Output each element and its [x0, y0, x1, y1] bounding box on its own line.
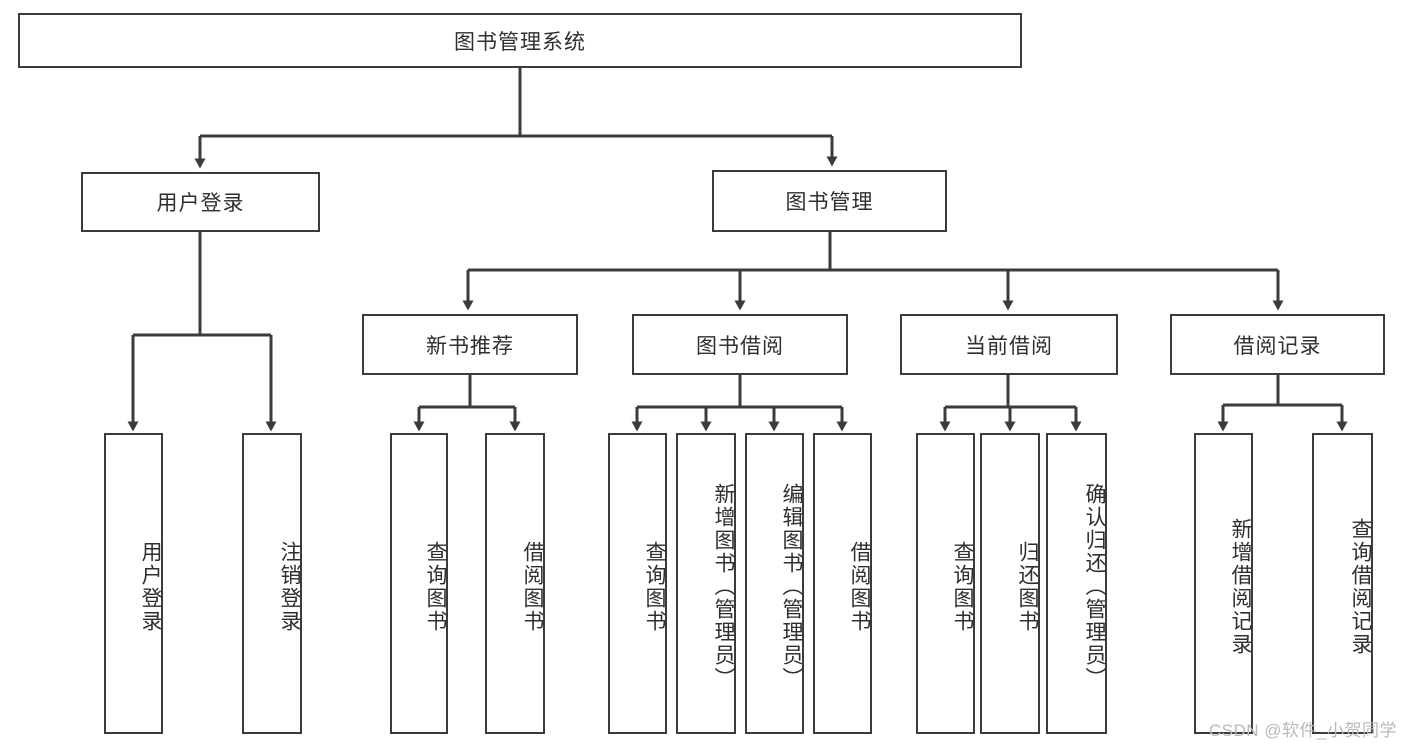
node-new-book-recommend[interactable]: 新书推荐 — [362, 314, 578, 375]
node-current-borrow[interactable]: 当前借阅 — [900, 314, 1118, 375]
node-label: 查询借阅记录 — [1349, 517, 1372, 656]
node-user-login[interactable]: 用户登录 — [81, 172, 320, 232]
node-label: 图书管理 — [785, 191, 874, 214]
node-leaf-user-login[interactable]: 用户登录 — [104, 433, 163, 734]
node-leaf-query-book-1[interactable]: 查询图书 — [390, 433, 448, 734]
node-leaf-confirm-return[interactable]: 确认归还（管理员） — [1046, 433, 1107, 734]
node-leaf-query-book-2[interactable]: 查询图书 — [608, 433, 667, 734]
node-leaf-query-book-3[interactable]: 查询图书 — [916, 433, 975, 734]
node-label: 新增图书（管理员） — [712, 483, 735, 690]
node-label: 借阅图书 — [848, 540, 871, 633]
node-leaf-borrow-book-2[interactable]: 借阅图书 — [813, 433, 872, 734]
node-leaf-add-record[interactable]: 新增借阅记录 — [1194, 433, 1253, 734]
node-label: 注销登录 — [278, 540, 301, 633]
node-label: 归还图书 — [1016, 540, 1039, 633]
node-borrow-record[interactable]: 借阅记录 — [1170, 314, 1385, 375]
node-leaf-return-book[interactable]: 归还图书 — [980, 433, 1040, 734]
node-label: 查询图书 — [951, 540, 974, 633]
csdn-watermark: CSDN @软件_小贺同学 — [1208, 721, 1397, 740]
node-label: 确认归还（管理员） — [1083, 483, 1106, 690]
node-label: 图书管理系统 — [454, 30, 586, 54]
node-book-borrow[interactable]: 图书借阅 — [632, 314, 848, 375]
node-label: 编辑图书（管理员） — [780, 483, 803, 690]
node-label: 新增借阅记录 — [1229, 517, 1252, 656]
node-label: 新书推荐 — [426, 334, 514, 358]
node-leaf-add-book[interactable]: 新增图书（管理员） — [676, 433, 736, 734]
node-book-management[interactable]: 图书管理 — [712, 170, 947, 232]
node-label: 用户登录 — [156, 192, 245, 215]
node-label: 借阅图书 — [521, 540, 544, 633]
node-label: 查询图书 — [643, 540, 666, 633]
node-label: 当前借阅 — [965, 334, 1053, 358]
node-label: 用户登录 — [139, 540, 162, 633]
node-leaf-edit-book[interactable]: 编辑图书（管理员） — [745, 433, 804, 734]
node-label: 图书借阅 — [696, 334, 784, 358]
node-leaf-logout-login[interactable]: 注销登录 — [242, 433, 302, 734]
node-label: 查询图书 — [424, 540, 447, 633]
node-leaf-borrow-book-1[interactable]: 借阅图书 — [485, 433, 545, 734]
node-label: 借阅记录 — [1233, 334, 1322, 358]
node-leaf-query-record[interactable]: 查询借阅记录 — [1312, 433, 1373, 734]
node-book-management-system[interactable]: 图书管理系统 — [18, 13, 1022, 68]
